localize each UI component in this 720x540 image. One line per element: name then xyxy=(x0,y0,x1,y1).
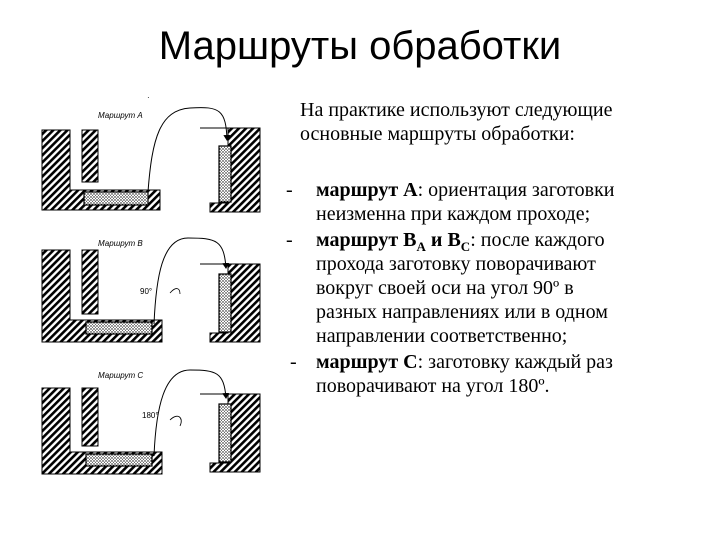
stray-mark: · xyxy=(147,93,150,102)
route-b-panel: Маршрут В 90° xyxy=(41,237,261,343)
route-a-left-punch xyxy=(81,129,99,183)
route-c-billet-before xyxy=(85,453,153,467)
route-a-item: - маршрут А: ориентация заготовки неизме… xyxy=(284,178,704,226)
route-c-left-die xyxy=(41,387,163,475)
route-b-rotation-mark xyxy=(169,288,181,295)
route-b-label: Маршрут В xyxy=(98,239,143,248)
route-a-label: Маршрут А xyxy=(98,111,143,120)
route-b-desc-line: вокруг своей оси на угол 90º в xyxy=(316,277,574,299)
route-b-desc-line: направлении соответственно; xyxy=(316,325,568,347)
route-c-desc: : заготовку каждый раз xyxy=(417,351,613,373)
route-a-panel: Маршрут А xyxy=(41,107,261,213)
route-b-sub-c: C xyxy=(460,239,471,254)
route-c-desc-line: поворачивают на угол 180º. xyxy=(316,375,550,397)
route-c-billet-after xyxy=(218,403,232,463)
route-a-billet-before xyxy=(83,191,149,206)
bullet-dash: - xyxy=(286,179,293,201)
route-c-arrow xyxy=(153,369,230,457)
route-b-name: маршрут ВA и ВC xyxy=(316,229,471,254)
route-a-name: маршрут А xyxy=(316,179,418,201)
intro-line-2: основные маршруты обработки: xyxy=(300,123,575,145)
route-b-arrow xyxy=(153,237,230,325)
route-a-desc-line: неизменна при каждом проходе; xyxy=(316,203,591,225)
route-b-desc-line: прохода заготовку поворачивают xyxy=(316,253,596,275)
route-c-left-punch xyxy=(81,387,99,447)
text-block: На практике используют следующие основны… xyxy=(284,98,704,400)
route-a-left-die xyxy=(41,129,161,211)
route-b-billet-after xyxy=(218,273,232,333)
route-a-billet-after xyxy=(218,145,232,203)
route-c-label: Маршрут С xyxy=(98,371,143,380)
route-b-desc: : после каждого xyxy=(470,229,605,251)
intro-line-1: На практике используют следующие xyxy=(300,99,613,121)
route-b-item: - маршрут ВA и ВC: после каждого прохода… xyxy=(284,228,704,348)
intro-paragraph: На практике используют следующие основны… xyxy=(284,98,704,146)
route-b-mid: и В xyxy=(425,229,461,251)
route-b-billet-before xyxy=(85,321,153,335)
routes-figure: · Маршрут А Маршрут В 90° Маршрут С 180° xyxy=(41,93,261,475)
route-a-arrow xyxy=(147,107,231,193)
route-b-sub-a: A xyxy=(416,239,426,254)
route-c-name: маршрут С xyxy=(316,351,418,373)
route-c-item: - маршрут С: заготовку каждый раз повора… xyxy=(284,350,704,398)
route-b-angle: 90° xyxy=(140,287,152,296)
route-c-rotation-mark xyxy=(169,415,182,427)
route-b-desc-line: разных направлениях или в одном xyxy=(316,301,608,323)
route-c-angle: 180° xyxy=(142,411,159,420)
route-b-left-punch xyxy=(81,249,99,315)
route-a-desc: : ориентация заготовки xyxy=(417,179,615,201)
slide-title: Маршруты обработки xyxy=(158,24,562,68)
bullet-dash: - xyxy=(290,351,297,373)
bullet-dash: - xyxy=(286,229,293,251)
route-c-panel: Маршрут С 180° xyxy=(41,369,261,475)
